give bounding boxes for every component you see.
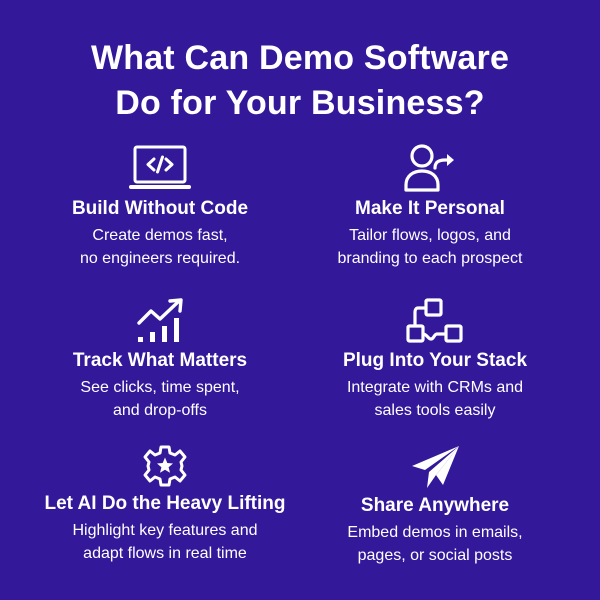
feature-title: Let AI Do the Heavy Lifting — [44, 493, 286, 514]
gear-star-icon — [143, 445, 187, 487]
feature-make-it-personal: Make It Personal Tailor flows, logos, an… — [280, 143, 580, 270]
title-line-1: What Can Demo Software — [90, 39, 510, 77]
feature-title: Track What Matters — [72, 350, 248, 371]
paper-plane-icon — [412, 446, 459, 488]
user-arrow-icon — [404, 144, 454, 192]
laptop-code-icon — [129, 145, 191, 189]
chart-trend-icon — [137, 298, 183, 342]
feature-title: Make It Personal — [355, 198, 505, 219]
feature-share-anywhere: Share Anywhere Embed demos in emails, pa… — [285, 444, 585, 567]
feature-let-ai-do-heavy-lifting: Let AI Do the Heavy Lifting Highlight ke… — [15, 444, 315, 565]
feature-build-without-code: Build Without Code Create demos fast, no… — [10, 143, 310, 270]
feature-track-what-matters: Track What Matters See clicks, time spen… — [10, 298, 310, 422]
title-line-2: Do for Your Business? — [115, 84, 485, 122]
feature-description: Create demos fast, no engineers required… — [79, 227, 241, 267]
feature-description: Highlight key features and adapt flows i… — [72, 522, 258, 562]
feature-title: Share Anywhere — [360, 495, 510, 516]
feature-description: Integrate with CRMs and sales tools easi… — [346, 379, 524, 419]
feature-title: Plug Into Your Stack — [342, 350, 528, 371]
integration-nodes-icon — [406, 298, 463, 343]
feature-description: Tailor flows, logos, and branding to eac… — [337, 227, 523, 267]
page-title: What Can Demo Software Do for Your Busin… — [0, 36, 600, 126]
feature-title: Build Without Code — [71, 198, 249, 219]
feature-description: See clicks, time spent, and drop-offs — [80, 379, 240, 419]
feature-description: Embed demos in emails, pages, or social … — [347, 524, 523, 564]
feature-plug-into-your-stack: Plug Into Your Stack Integrate with CRMs… — [285, 298, 585, 422]
